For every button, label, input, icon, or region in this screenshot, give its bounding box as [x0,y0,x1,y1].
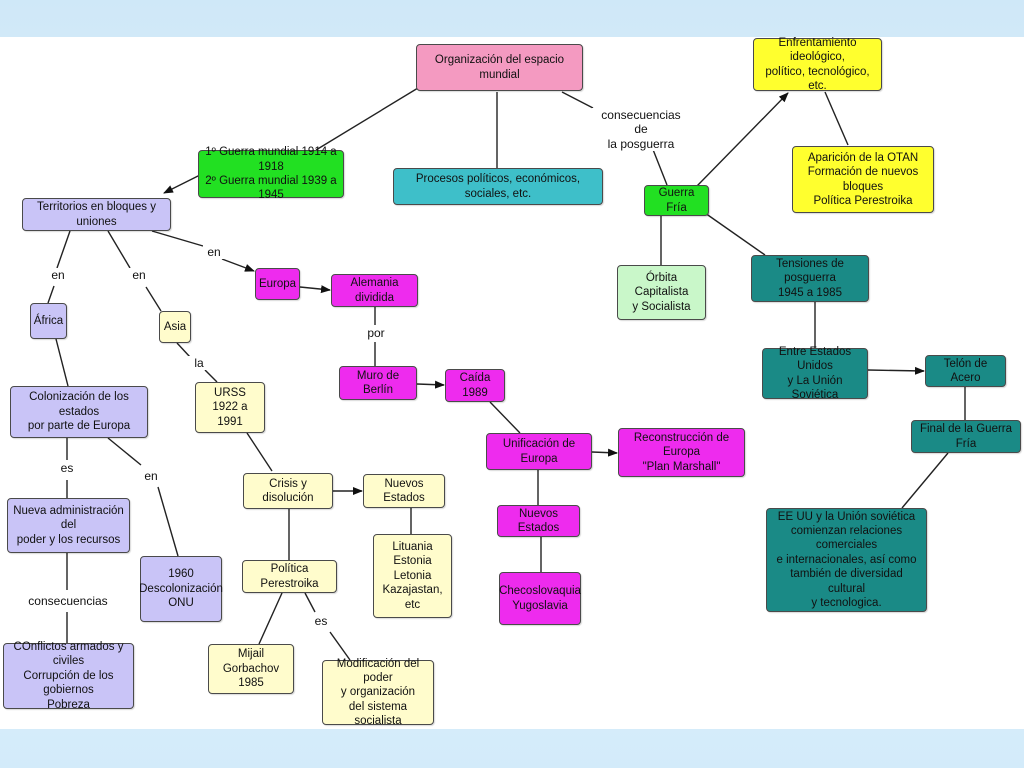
node-enfrentamiento[interactable]: Enfrentamiento ideológico, político, tec… [753,37,882,92]
label-consecuencias-posguerra: consecuencias de la posguerra [592,108,690,152]
node-otan[interactable]: Aparición de la OTAN Formación de nuevos… [792,146,934,213]
label-es-colonizacion: es [56,461,78,476]
label-por: por [363,326,389,341]
node-alemania[interactable]: Alemania dividida [331,274,418,307]
node-descolonizacion[interactable]: 1960 Descolonización ONU [139,556,223,622]
node-modificacion[interactable]: Modificación del poder y organización de… [322,658,434,727]
label-en-asia: en [128,268,150,283]
node-gorbachov[interactable]: Mijail Gorbachov 1985 [208,644,294,694]
node-final-guerra-fria[interactable]: Final de la Guerra Fría [911,420,1021,453]
label-la: la [188,356,210,371]
node-unificacion[interactable]: Unificación de Europa [486,433,592,470]
node-nueva-administracion[interactable]: Nueva administración del poder y los rec… [7,498,130,553]
label-en-1960: en [140,469,162,484]
node-territorios[interactable]: Territorios en bloques y uniones [22,198,171,231]
node-caida[interactable]: Caída 1989 [445,369,505,402]
label-consecuencias: consecuencias [26,594,110,609]
concept-map-canvas [0,37,1024,729]
node-guerras-mundiales[interactable]: 1º Guerra mundial 1914 a 1918 2º Guerra … [198,146,344,201]
label-en-europa: en [203,245,225,260]
node-telon-acero[interactable]: Telón de Acero [925,355,1006,387]
node-muro-berlin[interactable]: Muro de Berlín [339,366,417,400]
node-colonizacion[interactable]: Colonización de los estados por parte de… [10,386,148,438]
label-en-africa: en [47,268,69,283]
node-checoslovaquia[interactable]: Checoslovaquia Yugoslavia [499,572,581,625]
node-reconstruccion[interactable]: Reconstrucción de Europa "Plan Marshall" [618,428,745,477]
node-europa[interactable]: Europa [255,268,300,300]
label-es-perestroika: es [310,614,332,629]
node-africa[interactable]: África [30,303,67,339]
node-tensiones[interactable]: Tensiones de posguerra 1945 a 1985 [751,255,869,302]
node-nuevos-estados-europa[interactable]: Nuevos Estados [497,505,580,537]
node-politica-perestroika[interactable]: Política Perestroika [242,560,337,593]
node-procesos[interactable]: Procesos políticos, económicos, sociales… [393,168,603,205]
node-asia[interactable]: Asia [159,311,191,343]
node-entre-estados[interactable]: Entre Estados Unidos y La Unión Soviétic… [762,346,868,401]
node-urss[interactable]: URSS 1922 a 1991 [195,382,265,433]
node-eeuu-urss[interactable]: EE UU y la Unión soviética comienzan rel… [766,508,927,612]
node-lituania[interactable]: Lituania Estonia Letonia Kazajastan, etc [373,534,452,618]
node-guerra-fria[interactable]: Guerra Fría [644,185,709,216]
node-nuevos-estados-urss[interactable]: Nuevos Estados [363,474,445,508]
node-crisis[interactable]: Crisis y disolución [243,473,333,509]
node-orbita[interactable]: Órbita Capitalista y Socialista [617,265,706,320]
node-organizacion[interactable]: Organización del espacio mundial [416,44,583,91]
node-conflictos[interactable]: COnflictos armados y civiles Corrupción … [3,641,134,711]
